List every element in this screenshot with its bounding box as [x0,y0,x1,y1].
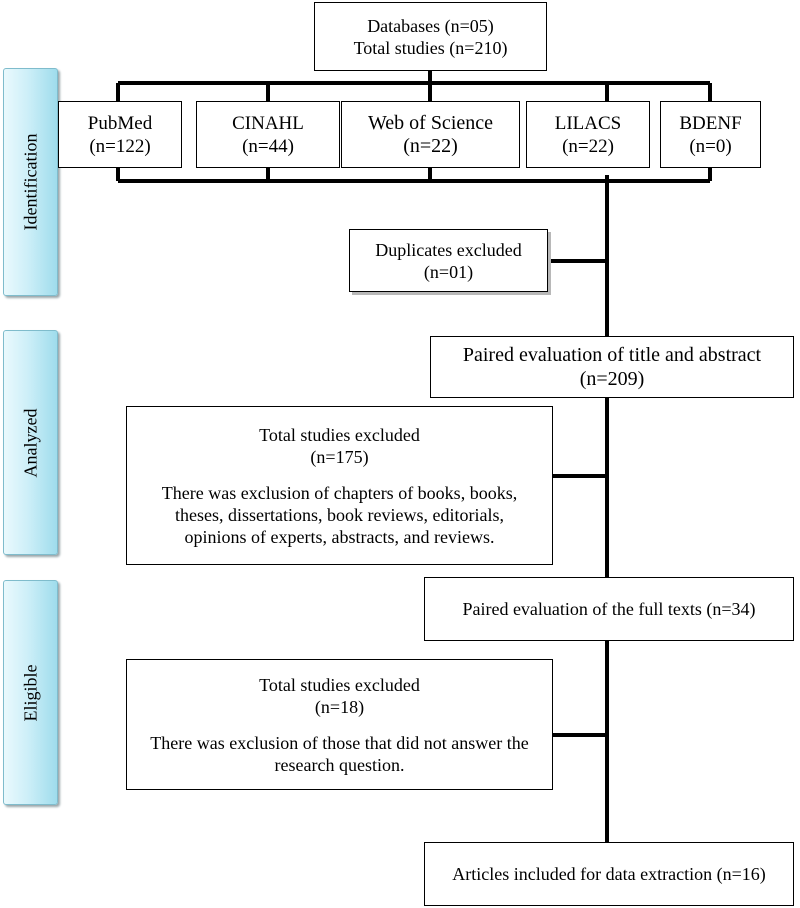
excluded2-reason: There was exclusion of those that did no… [150,732,529,775]
excluded1-count: (n=175) [310,446,369,467]
database-count: (n=0) [689,135,732,157]
database-name: CINAHL [232,112,304,134]
paired-full-texts-box: Paired evaluation of the full texts (n=3… [424,577,794,641]
excluded1-reason: There was exclusion of chapters of books… [161,482,518,547]
excluded-studies-box-1: Total studies excluded (n=175) There was… [126,406,553,565]
database-box-pubmed: PubMed (n=122) [58,101,182,168]
databases-total-box: Databases (n=05) Total studies (n=210) [314,2,547,71]
full-texts-label: Paired evaluation of the full texts (n=3… [462,599,756,619]
database-count: (n=22) [403,134,458,157]
excluded-studies-box-2: Total studies excluded (n=18) There was … [126,659,553,790]
databases-count: Databases (n=05) [367,15,494,36]
database-count: (n=22) [562,135,614,157]
paired-title-count: (n=209) [579,368,645,390]
database-count: (n=44) [242,135,294,157]
database-box-web-of-science: Web of Science (n=22) [341,101,520,168]
database-box-cinahl: CINAHL (n=44) [196,101,340,168]
duplicates-count: (n=01) [423,261,474,282]
database-name: LILACS [554,112,622,134]
duplicates-label: Duplicates excluded [375,239,522,260]
database-name: Web of Science [368,111,493,134]
database-name: BDENF [679,112,742,134]
paired-title-abstract-box: Paired evaluation of title and abstract … [430,336,794,398]
articles-included-box: Articles included for data extraction (n… [424,842,794,906]
duplicates-excluded-box: Duplicates excluded (n=01) [349,229,548,292]
database-box-lilacs: LILACS (n=22) [526,101,650,168]
excluded2-count: (n=18) [314,696,365,717]
paired-title-label: Paired evaluation of title and abstract [462,344,762,366]
final-label: Articles included for data extraction (n… [452,864,766,884]
stage-eligible-label: Eligible [20,664,40,721]
database-name: PubMed [87,112,153,134]
stage-eligible: Eligible [3,580,58,805]
stage-analyzed-label: Analyzed [20,408,40,477]
database-box-bdenf: BDENF (n=0) [660,101,761,168]
stage-identification: Identification [3,68,58,296]
excluded1-label: Total studies excluded [259,424,420,445]
stage-analyzed: Analyzed [3,330,58,555]
excluded2-label: Total studies excluded [259,674,420,695]
stage-identification-label: Identification [20,133,40,231]
total-studies: Total studies (n=210) [353,37,508,58]
database-count: (n=122) [89,135,151,157]
